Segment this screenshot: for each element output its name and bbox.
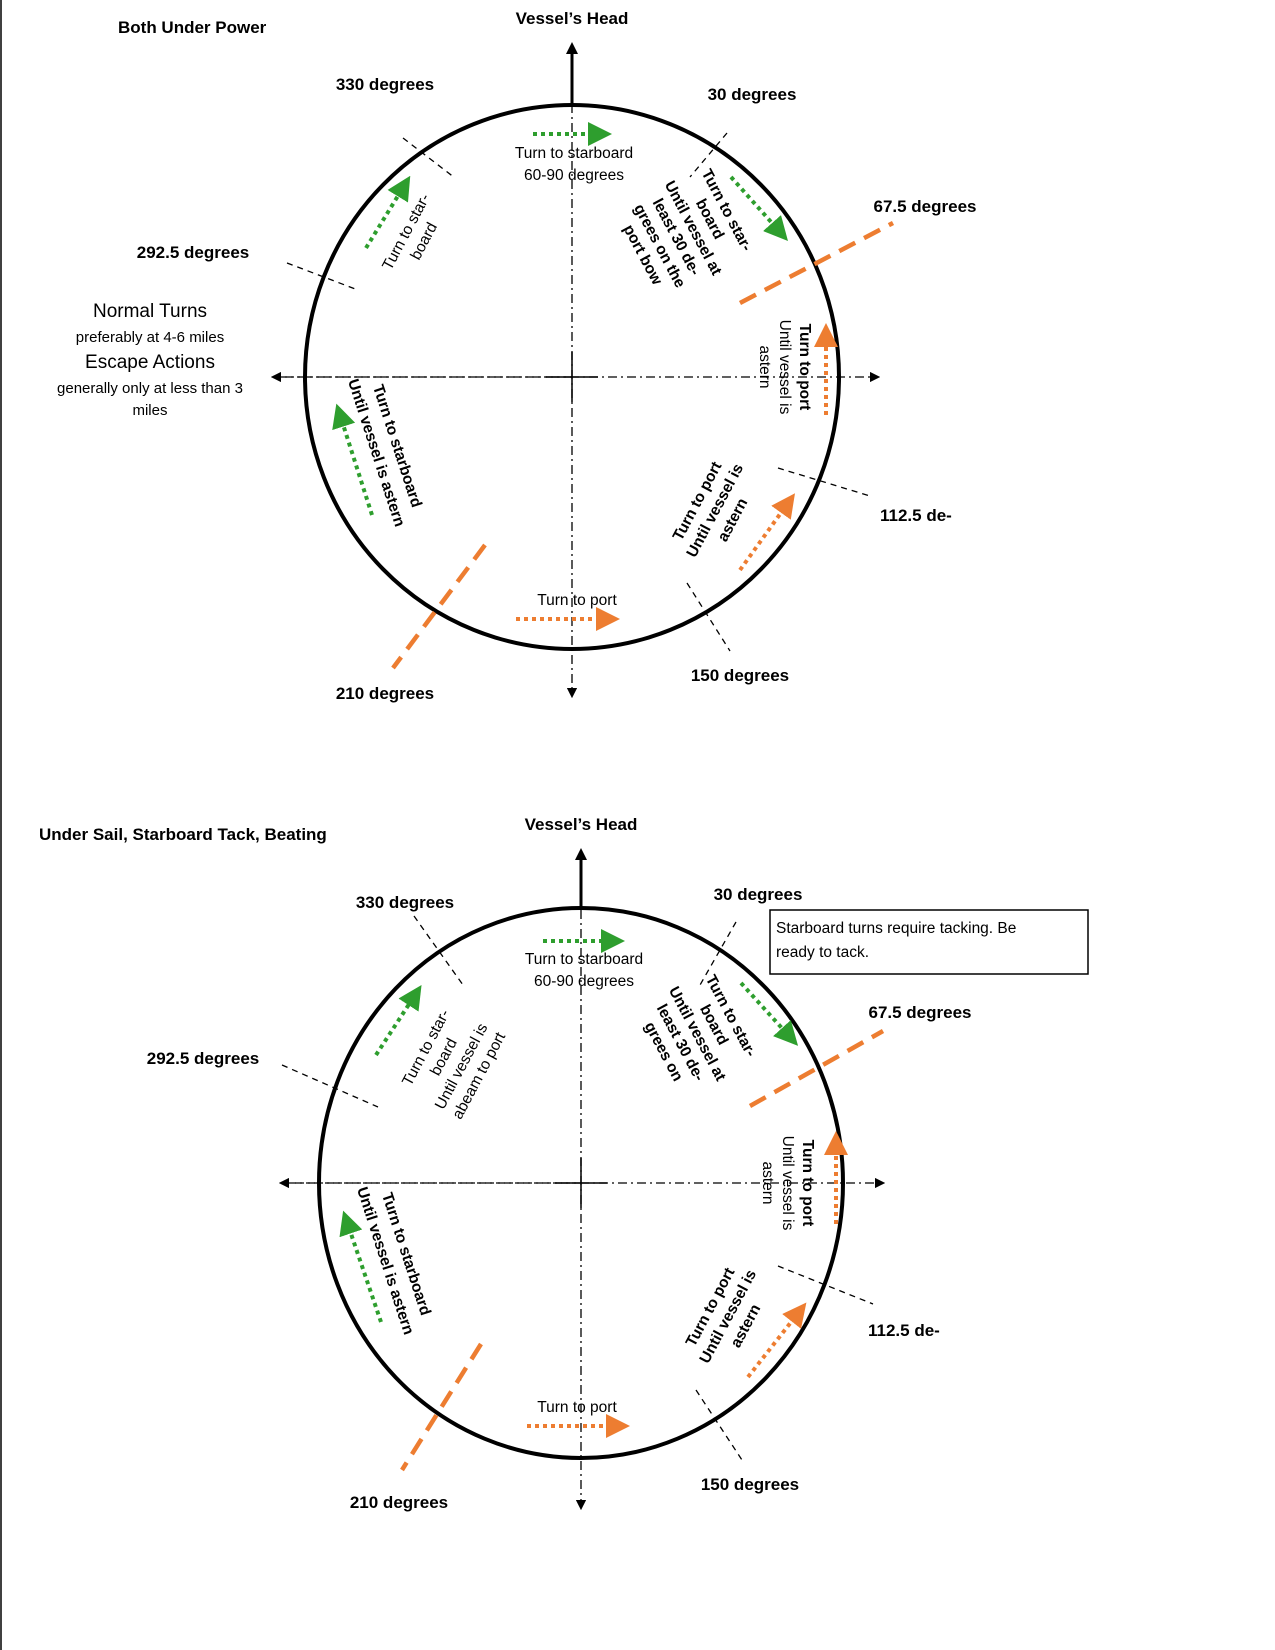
- legend-normal-turns: Normal Turns: [93, 301, 207, 322]
- top-text-line-1: Turn to starboard: [515, 145, 633, 162]
- boundary-67: [748, 1029, 885, 1108]
- line-292: [286, 262, 359, 291]
- label-210-degrees: 210 degrees: [336, 684, 434, 703]
- label-67-5-degrees: 67.5 degrees: [873, 197, 976, 216]
- label-30-degrees: 30 degrees: [714, 885, 803, 904]
- label-112-5-degrees: 112.5 de-: [880, 506, 952, 525]
- tacking-note: Starboard turns require tacking. Be read…: [769, 909, 1089, 975]
- right-text: Turn to port Until vessel is astern: [759, 1136, 816, 1231]
- label-30-degrees: 30 degrees: [708, 85, 797, 104]
- note-line-2: ready to tack.: [776, 944, 869, 961]
- arrow-left-starboard: [339, 1210, 383, 1323]
- line-112: [777, 467, 871, 497]
- label-67-5-degrees: 67.5 degrees: [868, 1003, 971, 1022]
- arrow-left-starboard: [332, 403, 374, 516]
- bottom-text: Turn to port: [537, 1399, 617, 1416]
- boundary-210: [400, 1342, 483, 1472]
- upper-left-text: Turn to star- board: [379, 191, 441, 273]
- legend-escape-sub-2: miles: [132, 402, 167, 419]
- top-text-line-1: Turn to starboard: [525, 951, 643, 968]
- arrow-upper-left-starboard: [374, 984, 422, 1057]
- label-292-5-degrees: 292.5 degrees: [137, 243, 249, 262]
- label-150-degrees: 150 degrees: [691, 666, 789, 685]
- right-text-line: Turn to port: [796, 324, 813, 411]
- left-text: Turn to starboard Until vessel is astern: [344, 377, 425, 529]
- legend-escape-actions: Escape Actions: [85, 352, 215, 373]
- line-330: [413, 915, 464, 986]
- diagram-both-under-power: Both Under Power Vessel’s Head 330 degre…: [57, 9, 976, 703]
- vessels-head-label: Vessel’s Head: [525, 815, 638, 834]
- right-text-line: Until vessel is: [776, 320, 793, 415]
- diagram-title: Under Sail, Starboard Tack, Beating: [39, 825, 327, 844]
- note-line-1: Starboard turns require tacking. Be: [776, 920, 1016, 937]
- upper-left-text: Turn to star- board Until vessel is abea…: [399, 1007, 509, 1122]
- right-text-line: astern: [759, 1161, 776, 1204]
- label-292-5-degrees: 292.5 degrees: [147, 1049, 259, 1068]
- left-text: Turn to starboard Until vessel is astern: [353, 1185, 434, 1337]
- diagram-title: Both Under Power: [118, 18, 267, 37]
- label-112-5-degrees: 112.5 de-: [868, 1321, 940, 1340]
- vessels-head-label: Vessel’s Head: [516, 9, 629, 28]
- note-box: [769, 909, 1089, 975]
- right-text-line: astern: [756, 345, 773, 388]
- right-text: Turn to port Until vessel is astern: [756, 320, 813, 415]
- legend-escape-sub-1: generally only at less than 3: [57, 380, 243, 397]
- right-text-line: Until vessel is: [779, 1136, 796, 1231]
- lower-right-text: Turn to port Until vessel is astern: [670, 459, 752, 560]
- top-text-line-2: 60-90 degrees: [524, 167, 624, 184]
- label-330-degrees: 330 degrees: [356, 893, 454, 912]
- arrow-lower-right-port: [746, 1302, 807, 1379]
- line-30: [699, 921, 737, 986]
- legend-normal-sub: preferably at 4-6 miles: [76, 329, 224, 346]
- diagram-under-sail-starboard-tack: Under Sail, Starboard Tack, Beating Vess…: [39, 815, 1089, 1512]
- line-150: [695, 1389, 743, 1461]
- line-150: [686, 582, 731, 652]
- label-150-degrees: 150 degrees: [701, 1475, 799, 1494]
- line-30: [689, 132, 728, 178]
- label-210-degrees: 210 degrees: [350, 1493, 448, 1512]
- arrow-lower-right-port: [738, 493, 795, 572]
- upper-right-text: Turn to star- board Until vessel at leas…: [620, 167, 755, 291]
- bottom-text: Turn to port: [537, 592, 617, 609]
- boundary-67: [738, 221, 895, 305]
- top-text-line-2: 60-90 degrees: [534, 973, 634, 990]
- boundary-210: [391, 543, 487, 670]
- right-text-line: Turn to port: [799, 1140, 816, 1227]
- label-330-degrees: 330 degrees: [336, 75, 434, 94]
